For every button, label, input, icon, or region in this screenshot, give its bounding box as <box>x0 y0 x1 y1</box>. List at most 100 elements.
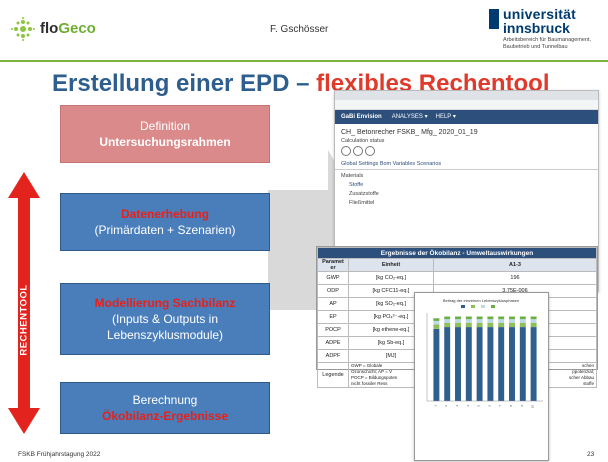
app-row[interactable]: Materials <box>341 173 364 179</box>
bar-segment <box>530 319 537 323</box>
bar-segment <box>487 322 494 328</box>
bar-segment <box>444 316 451 320</box>
legend-line: Ozonschicht; AP = V <box>351 369 393 374</box>
legend-line: schen <box>581 363 594 368</box>
app-icon-button[interactable] <box>365 146 375 156</box>
bar-segment <box>465 322 472 328</box>
chart-title: Beitrag der einzelnen Lebenszyklusphasen <box>443 298 519 303</box>
table-cell: 196 <box>433 271 597 285</box>
university-name-line2: innsbruck <box>503 20 570 36</box>
app-tabs[interactable]: Global Settings Bom Variables Scenarios <box>335 160 598 170</box>
x-tick-label: 7 <box>498 405 502 407</box>
legend-swatch <box>481 305 485 308</box>
step-label: Berechnung <box>132 393 198 407</box>
calc-status: Calculation status <box>341 138 385 144</box>
app-icon-buttons <box>335 146 598 160</box>
bar-segment <box>476 316 483 320</box>
x-tick-label: 5 <box>477 405 481 407</box>
flogeco-logo-icon <box>11 17 35 41</box>
slide-header <box>0 0 608 58</box>
table-cell: GWP <box>317 271 349 285</box>
bar-segment <box>498 322 505 328</box>
legend-swatch <box>471 305 475 308</box>
bar-segment <box>487 327 494 401</box>
step-label: Ökobilanz-Ergebnisse <box>101 409 229 423</box>
legend-swatch <box>491 305 495 308</box>
project-title: CH_ Betonrecher FSKB_ Mfg_ 2020_01_19 <box>341 129 478 136</box>
bar-segment <box>444 327 451 401</box>
university-name-line1: universität <box>503 6 576 22</box>
step-label: Datenerhebung <box>120 207 209 221</box>
bar-segment <box>530 327 537 401</box>
table-cell: POCP <box>317 323 349 337</box>
step-label: Lebenszyklusmodule) <box>106 328 224 342</box>
bar-segment <box>519 322 526 328</box>
bar-segment <box>476 327 483 401</box>
bar-segment <box>498 316 505 320</box>
table-cell: EP <box>317 310 349 324</box>
browser-tab-bar <box>335 91 598 100</box>
step-label: (Inputs & Outputs in <box>111 312 219 326</box>
bar-segment <box>519 327 526 401</box>
table-cell: [kg CO₂-eq.] <box>348 271 434 285</box>
bar-segment <box>487 316 494 320</box>
browser-url-bar <box>335 100 598 110</box>
bar-segment <box>498 327 505 401</box>
table-header: Paramet er <box>317 258 349 272</box>
chart-bars <box>433 316 537 401</box>
bar-segment <box>509 322 515 328</box>
app-icon-button[interactable] <box>341 146 351 156</box>
page-number: 23 <box>587 451 595 458</box>
legend-line: scher Abbau <box>568 375 594 380</box>
lifecycle-bar-chart: Beitrag der einzelnen Lebenszyklusphasen… <box>414 292 549 461</box>
bar-segment <box>476 319 483 323</box>
step-berechnung-box: Berechnung Ökobilanz-Ergebnisse <box>60 382 270 434</box>
legend-line: stoffe <box>583 381 594 386</box>
app-icon-button[interactable] <box>353 146 363 156</box>
bar-segment <box>530 316 537 320</box>
table-cell: Legende <box>317 362 349 388</box>
chart-legend <box>461 305 495 308</box>
bar-segment <box>444 319 451 323</box>
logo-text: floGeco <box>40 20 96 37</box>
x-tick-label: 3 <box>455 405 459 407</box>
x-tick-label: 9 <box>520 405 524 407</box>
app-row[interactable]: Fließmittel <box>349 200 375 206</box>
x-tick-label: 6 <box>487 405 491 407</box>
bar-segment <box>476 322 483 328</box>
legend-line: ppotenzial; <box>572 369 594 374</box>
table-cell: ADPF <box>317 349 349 363</box>
bar-segment <box>444 322 451 328</box>
app-row[interactable]: Stoffe <box>349 182 364 188</box>
author: F. Gschösser <box>270 24 329 35</box>
bar-segment <box>465 327 472 401</box>
bar-segment <box>433 324 440 329</box>
legend-line: nicht fossiler Ress <box>351 381 388 386</box>
step-label: Definition <box>139 119 191 133</box>
step-label: Modellierung Sachbilanz <box>94 296 236 310</box>
x-tick-label: 1 <box>433 405 437 407</box>
bar-segment <box>509 316 515 320</box>
bar-segment <box>433 328 440 401</box>
bar-segment <box>509 327 515 401</box>
x-tick-label: 4 <box>466 405 470 407</box>
bar-segment <box>455 316 461 320</box>
bar-segment <box>487 319 494 323</box>
bar-segment <box>455 322 461 328</box>
step-modellierung-box: Modellierung Sachbilanz (Inputs & Output… <box>60 283 270 355</box>
bar-segment <box>530 322 537 328</box>
table-row: GWP[kg CO₂-eq.]196 <box>317 271 597 285</box>
legend-line: POCP = Bildungspoten <box>351 375 398 380</box>
nav-analyses[interactable]: ANALYSES ▾ <box>391 114 428 120</box>
legend-swatch <box>461 305 465 308</box>
step-datenerhebung-box: Datenerhebung (Primärdaten + Szenarien) <box>60 193 270 251</box>
bar-segment <box>498 319 505 323</box>
app-row[interactable]: Zusatzstoffe <box>349 191 379 197</box>
step-label: (Primärdaten + Szenarien) <box>94 223 236 237</box>
nav-help[interactable]: HELP ▾ <box>435 114 456 120</box>
table-cell: ODP <box>317 284 349 298</box>
table-header: Einheit <box>348 258 434 272</box>
x-tick-label: 2 <box>444 405 448 407</box>
